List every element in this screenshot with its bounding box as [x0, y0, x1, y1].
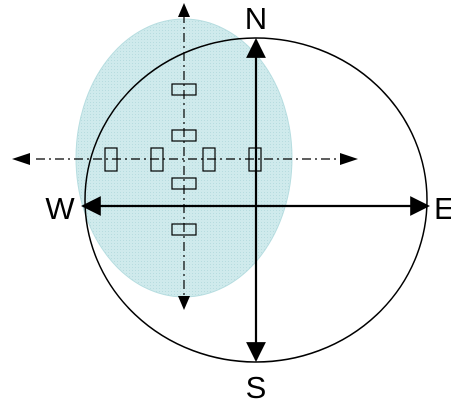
dashed-axis-left-arrow — [12, 153, 30, 165]
dashed-axis-bottom-arrow — [178, 296, 190, 310]
marker-5 — [104, 147, 118, 172]
markers — [104, 83, 262, 236]
north-label: N — [245, 1, 267, 36]
west-label: W — [45, 191, 75, 226]
marker-6 — [150, 147, 164, 172]
dashed-axis-top-arrow — [178, 3, 190, 17]
marker-2 — [171, 129, 197, 142]
east-label: E — [434, 191, 451, 226]
marker-1 — [171, 83, 197, 96]
marker-7 — [202, 147, 216, 172]
marker-4 — [171, 223, 197, 236]
marker-3 — [171, 177, 197, 190]
south-label: S — [246, 370, 267, 403]
dashed-axis-right-arrow — [340, 153, 358, 165]
